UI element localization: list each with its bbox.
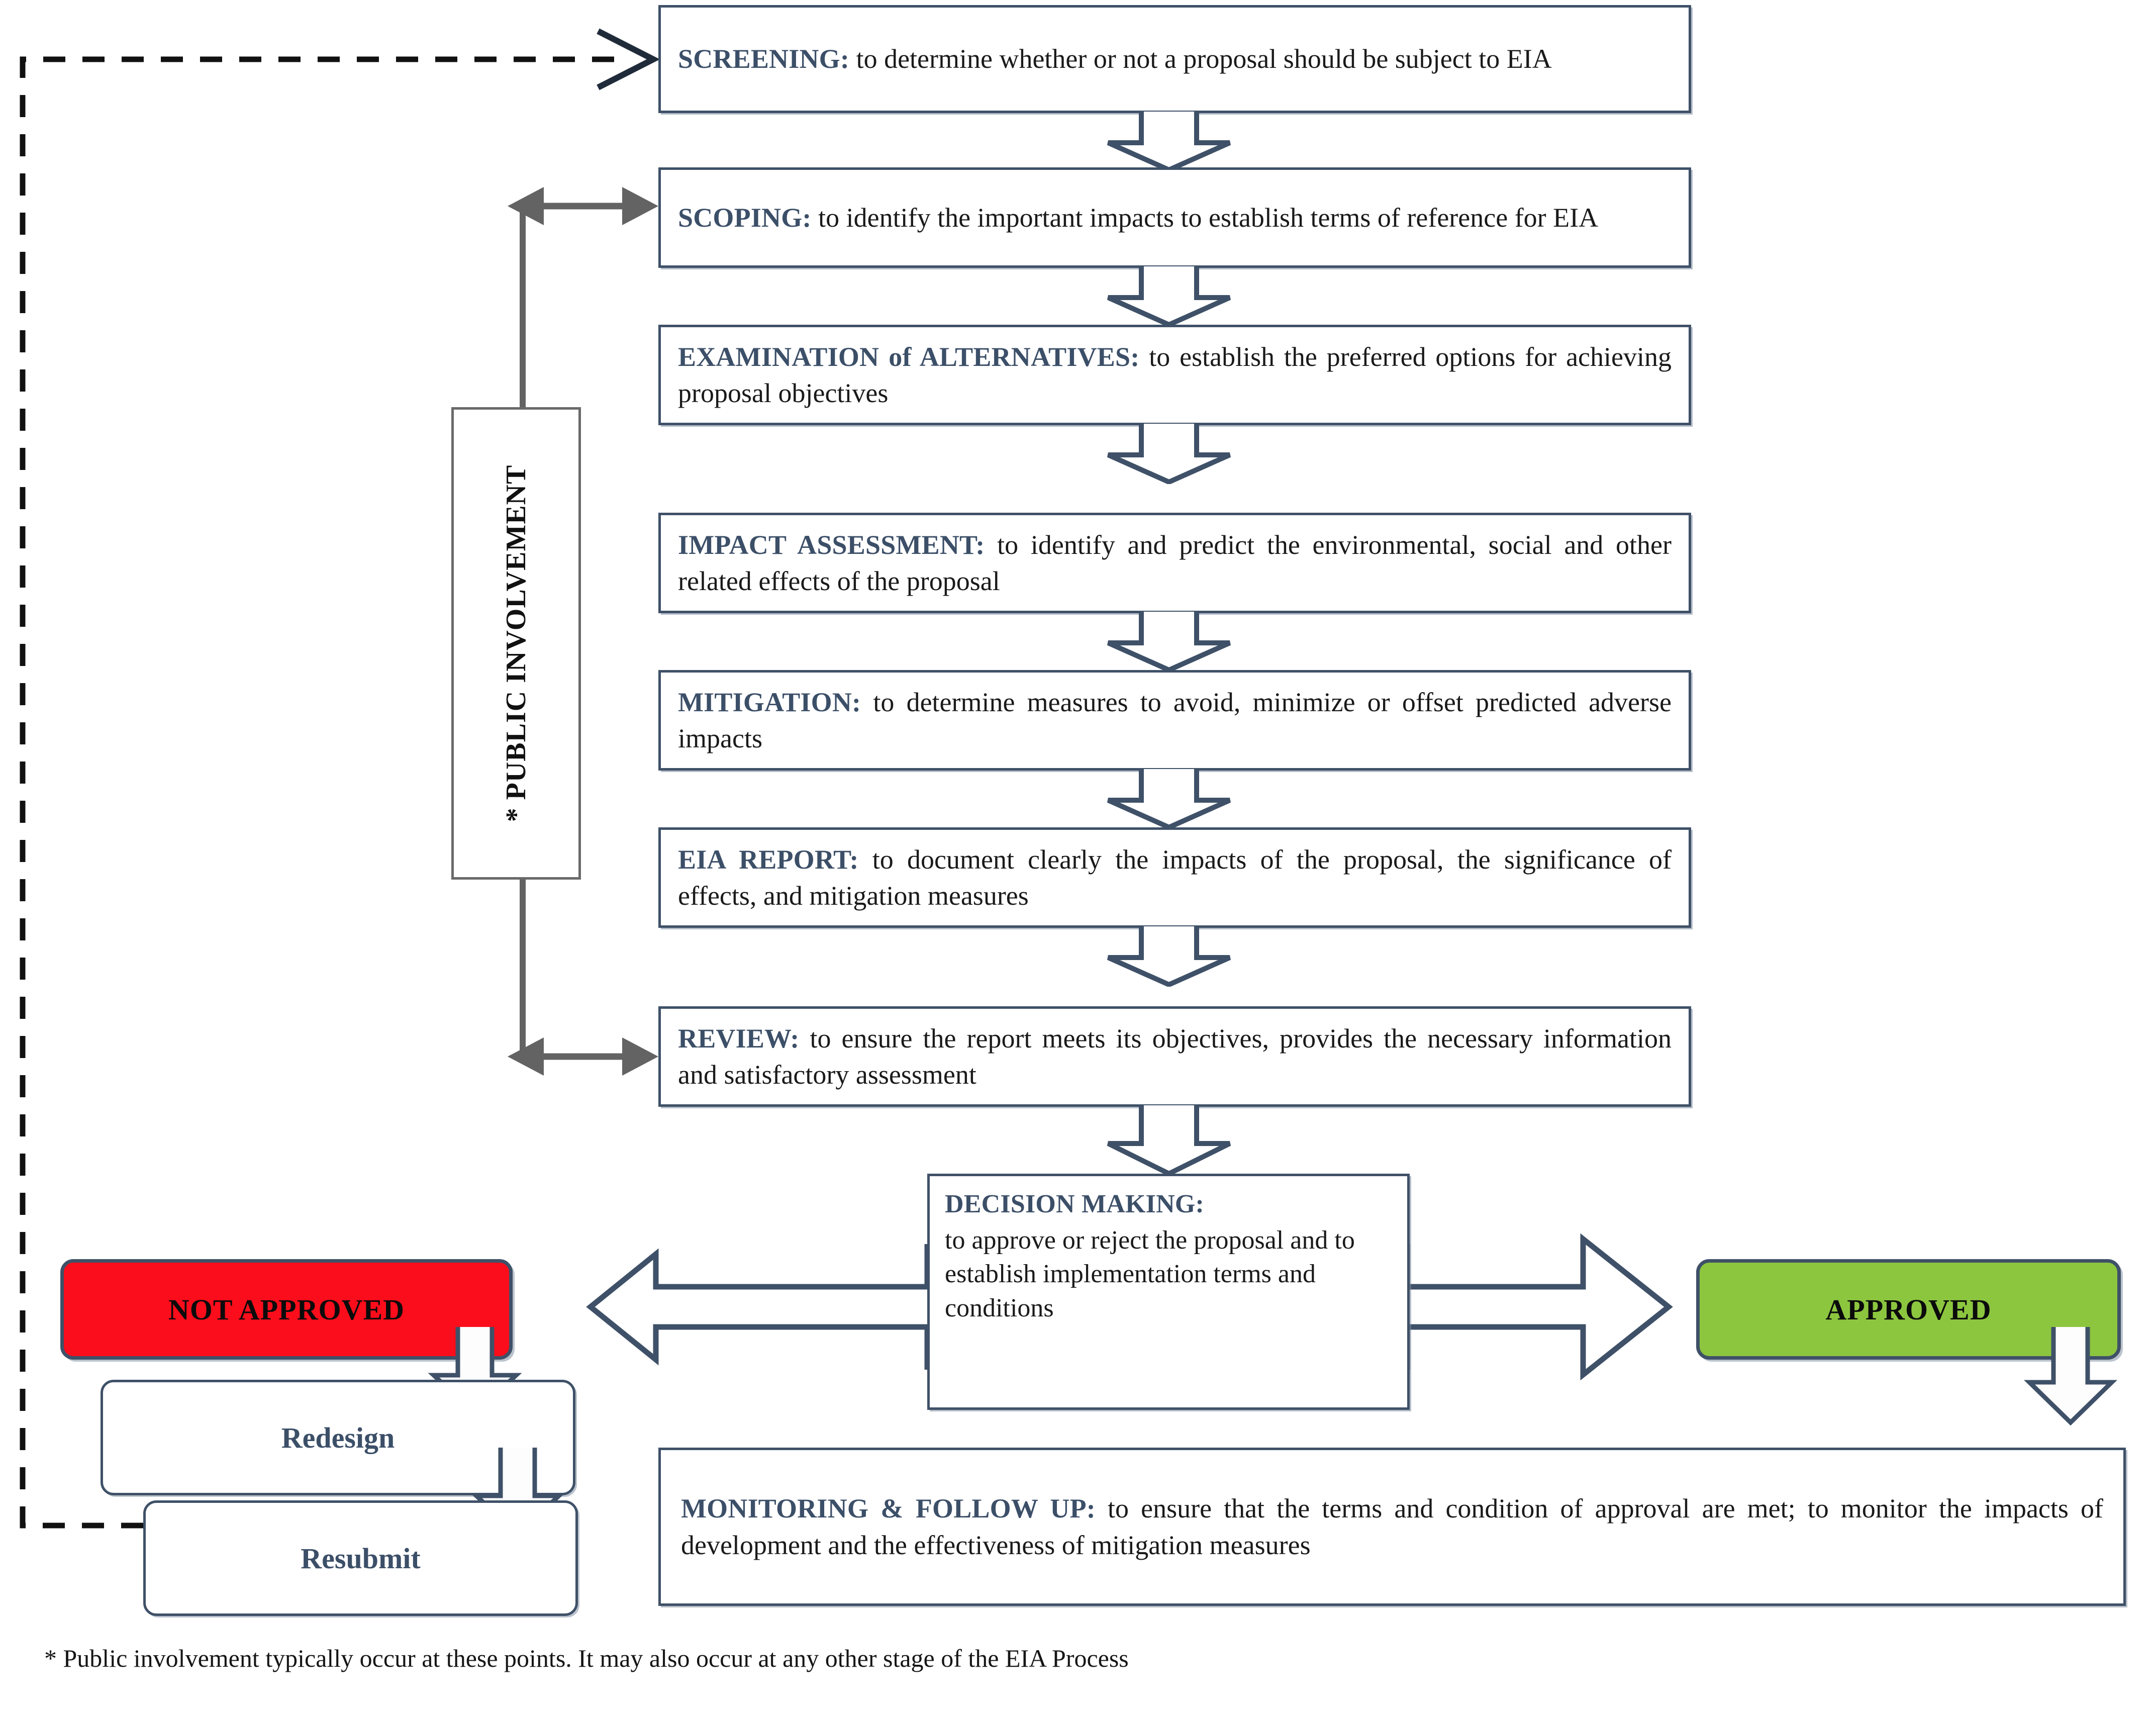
step-box-screening[interactable]: SCREENING: to determine whether or not a… — [658, 5, 1691, 113]
monitoring-heading: MONITORING & FOLLOW UP: — [681, 1493, 1096, 1524]
flow-arrow-impact-to-mitigation — [1098, 612, 1240, 672]
step-body-screening: to determine whether or not a proposal s… — [849, 44, 1552, 74]
decision-heading: DECISION MAKING: — [945, 1190, 1205, 1218]
step-heading-examination-of-alternatives: EXAMINATION of ALTERNATIVES: — [678, 341, 1140, 372]
step-box-review[interactable]: REVIEW: to ensure the report meets its o… — [658, 1006, 1691, 1107]
flow-arrow-mitigation-to-report — [1098, 769, 1240, 829]
step-heading-scoping: SCOPING: — [678, 202, 812, 233]
step-box-examination-of-alternatives[interactable]: EXAMINATION of ALTERNATIVES: to establis… — [658, 325, 1691, 425]
flow-arrow-review-to-decision — [1098, 1105, 1240, 1176]
status-badge-not-approved[interactable]: NOT APPROVED — [60, 1259, 513, 1360]
footnote-text: * Public involvement typically occur at … — [44, 1644, 1129, 1672]
monitoring-body: to ensure that the terms and condition o… — [681, 1493, 2104, 1560]
not-approved-label: NOT APPROVED — [168, 1293, 405, 1326]
flow-arrow-report-to-review — [1098, 926, 1240, 987]
step-box-monitoring-follow-up[interactable]: MONITORING & FOLLOW UP: to ensure that t… — [658, 1448, 2126, 1606]
pi-scoping-arrowhead-right-icon — [622, 187, 658, 225]
step-heading-screening: SCREENING: — [678, 44, 850, 74]
public-involvement-box[interactable]: * PUBLIC INVOLVEMENT — [451, 407, 581, 880]
pi-review-arrowhead-right-icon — [622, 1037, 658, 1076]
rework-box-resubmit[interactable]: Resubmit — [143, 1500, 578, 1616]
step-body-mitigation: to determine measures to avoid, minimize… — [678, 687, 1672, 753]
resubmit-label: Resubmit — [301, 1542, 421, 1575]
step-heading-review: REVIEW: — [678, 1023, 800, 1054]
flow-arrow-approved-to-monitoring — [2020, 1327, 2121, 1428]
step-body-eia-report: to document clearly the impacts of the p… — [678, 844, 1672, 911]
flow-arrow-alternatives-to-impact — [1098, 424, 1240, 484]
step-body-impact-assessment: to identify and predict the environmenta… — [678, 529, 1672, 596]
flow-arrow-screening-to-scoping — [1098, 112, 1240, 172]
approved-label: APPROVED — [1825, 1293, 1992, 1326]
pi-scoping-arrowhead-left-icon — [508, 187, 544, 225]
decision-not-approved-arrow-icon — [586, 1244, 930, 1370]
rework-box-redesign[interactable]: Redesign — [101, 1380, 575, 1495]
step-box-scoping[interactable]: SCOPING: to identify the important impac… — [658, 167, 1691, 268]
decision-making-box[interactable]: DECISION MAKING: to approve or reject th… — [927, 1174, 1410, 1410]
pi-review-arrowhead-left-icon — [508, 1037, 544, 1076]
step-heading-impact-assessment: IMPACT ASSESSMENT: — [678, 529, 985, 560]
step-heading-eia-report: EIA REPORT: — [678, 844, 859, 875]
flow-arrow-scoping-to-alternatives — [1098, 266, 1240, 327]
step-body-review: to ensure the report meets its objective… — [678, 1023, 1672, 1090]
step-heading-mitigation: MITIGATION: — [678, 687, 861, 717]
feedback-arrowhead-icon — [597, 28, 660, 90]
status-badge-approved[interactable]: APPROVED — [1696, 1259, 2121, 1360]
decision-body: to approve or reject the proposal and to… — [945, 1225, 1355, 1322]
step-body-examination-of-alternatives: to establish the preferred options for a… — [678, 341, 1672, 408]
footnote-public-involvement: * Public involvement typically occur at … — [44, 1644, 1129, 1673]
decision-approved-arrow-icon — [1404, 1233, 1673, 1381]
step-box-mitigation[interactable]: MITIGATION: to determine measures to avo… — [658, 670, 1691, 771]
public-involvement-label: * PUBLIC INVOLVEMENT — [501, 464, 532, 822]
redesign-label: Redesign — [281, 1421, 395, 1454]
step-box-impact-assessment[interactable]: IMPACT ASSESSMENT: to identify and predi… — [658, 513, 1691, 613]
step-box-eia-report[interactable]: EIA REPORT: to document clearly the impa… — [658, 827, 1691, 928]
step-body-scoping: to identify the important impacts to est… — [811, 202, 1599, 233]
